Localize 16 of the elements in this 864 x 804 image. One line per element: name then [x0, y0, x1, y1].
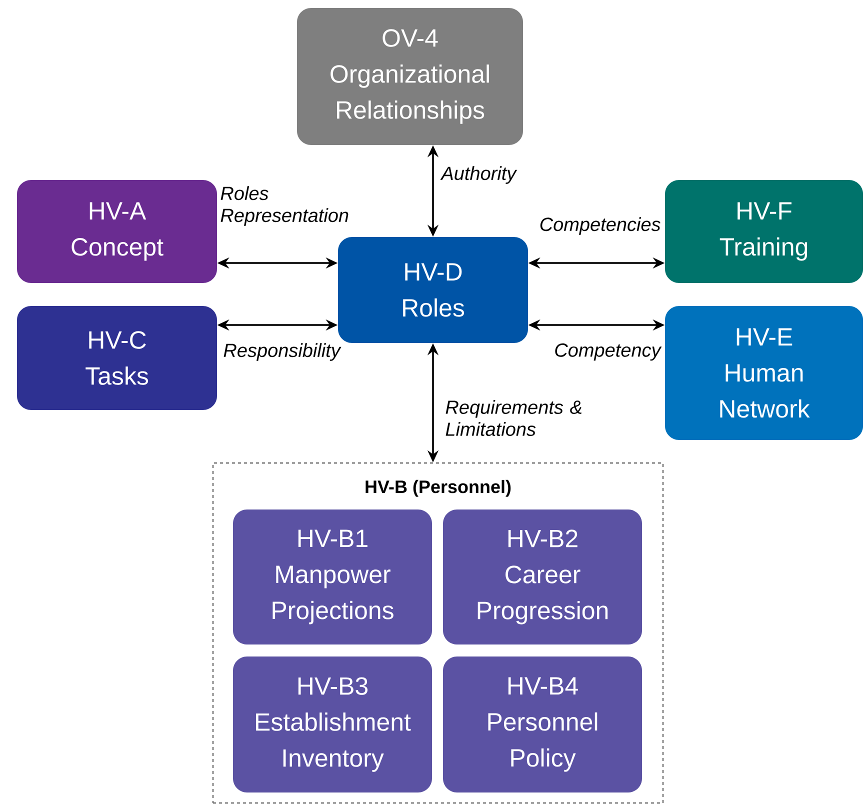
view-box: HV-B3 Establishment Inventory	[233, 656, 432, 792]
view-box: HV-B1 Manpower Projections	[233, 510, 432, 644]
view-box: HV-F Training	[665, 180, 863, 283]
edge-label: Responsibility	[224, 343, 342, 361]
edge-label: Competencies	[540, 217, 660, 235]
edge-label: Roles Representation	[220, 186, 348, 226]
view-box: HV-B4 Personnel Policy	[443, 656, 642, 792]
edge-label: Competency	[555, 343, 662, 361]
view-box: OV-4 Organizational Relationships	[297, 8, 523, 145]
view-box: HV-B2 Career Progression	[443, 510, 642, 644]
view-box: HV-A Concept	[17, 180, 217, 283]
edge-label: Requirements & Limitations	[446, 400, 582, 436]
view-box: HV-C Tasks	[17, 306, 217, 410]
view-box: HV-D Roles	[338, 237, 528, 343]
edge-label: Authority	[440, 166, 518, 184]
view-box: HV-E Human Network	[665, 306, 863, 440]
